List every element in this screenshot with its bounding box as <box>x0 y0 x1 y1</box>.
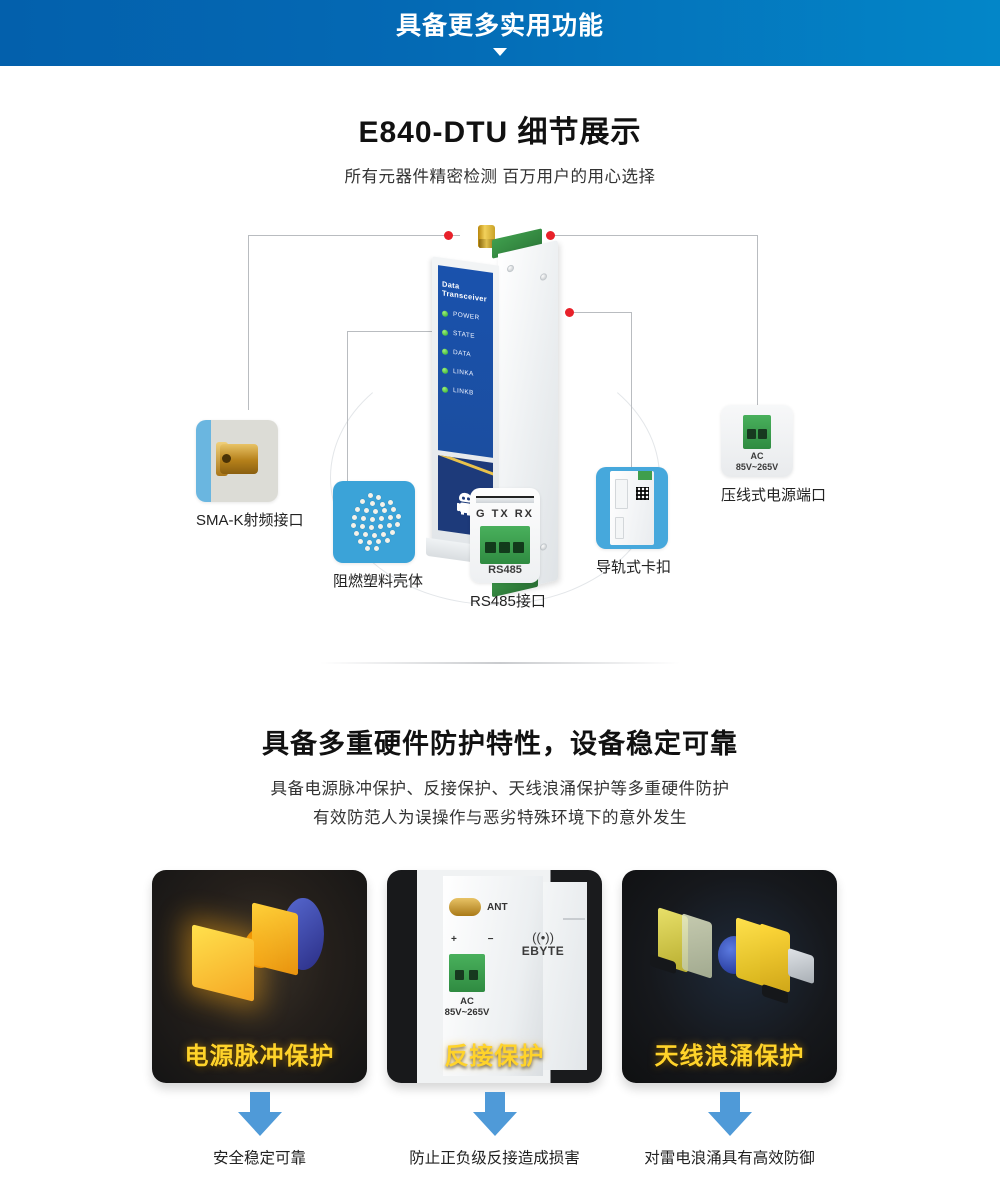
arrow-down-icon <box>472 1092 517 1138</box>
led-label: LINKA <box>453 367 474 378</box>
ac-label: AC <box>460 996 474 1007</box>
callout-plastic: 阻燃塑料壳体 <box>333 481 423 591</box>
ac-range: 85V~265V <box>444 1007 490 1018</box>
arrow-down-icon <box>237 1092 282 1138</box>
screw-icon <box>507 264 514 273</box>
led-label: STATE <box>453 329 475 340</box>
card-image: 天线浪涌保护 <box>622 870 837 1083</box>
rs485-pin-labels: G TX RX <box>476 508 535 520</box>
protection-card-antenna-surge: 天线浪涌保护 对雷电浪涌具有高效防御 <box>622 870 837 1167</box>
power-green-connector <box>449 954 485 992</box>
section2-title: 具备多重硬件防护特性，设备稳定可靠 <box>262 729 738 759</box>
leader-line <box>248 235 460 236</box>
qr-code-icon <box>636 487 649 500</box>
section-divider <box>320 662 680 664</box>
rs485-marking: RS485 <box>488 564 522 576</box>
power-ac-spec: AC 85V~265V <box>437 996 497 1018</box>
card-caption: 电源脉冲保护 <box>184 1043 335 1070</box>
card-footer-text: 防止正负级反接造成损害 <box>409 1150 580 1167</box>
callout-label: 压线式电源端口 <box>721 487 827 504</box>
section-banner: 具备更多实用功能 <box>0 0 1000 66</box>
card-caption: 天线浪涌保护 <box>654 1043 805 1070</box>
led-green-icon <box>442 309 448 317</box>
sma-connector-icon <box>449 898 481 916</box>
chevron-down-icon <box>493 48 507 56</box>
power-terminal-thumbnail: AC 85V~265V <box>721 405 793 477</box>
device-diagram: Data Transceiver POWER STATE DATA LINKA … <box>0 200 1000 630</box>
callout-rs485: G TX RX RS485 RS485接口 <box>470 488 546 611</box>
section2-subtitle-line1: 具备电源脉冲保护、反接保护、天线浪涌保护等多重硬件防护 <box>270 780 730 798</box>
signal-wave-icon: ((•)) <box>532 930 554 945</box>
section2-subtitle-line2: 有效防范人为误操作与恶劣特殊环境下的意外发生 <box>313 809 687 827</box>
rs485-terminal-thumbnail: G TX RX RS485 <box>470 488 540 583</box>
callout-label: 阻燃塑料壳体 <box>333 573 424 590</box>
leader-line <box>248 235 249 410</box>
led-label: POWER <box>453 310 480 322</box>
callout-label: SMA-K射频接口 <box>196 512 304 529</box>
banner-title: 具备更多实用功能 <box>395 12 604 40</box>
rs485-green-connector <box>480 526 530 564</box>
sma-connector-thumbnail <box>196 420 278 502</box>
ac-label: AC <box>750 451 764 461</box>
card-image: 电源脉冲保护 <box>152 870 367 1083</box>
ebyte-logo: ((•)) EBYTE <box>515 930 571 958</box>
led-green-icon <box>442 366 448 374</box>
protection-card-reverse-polarity: ANT + − AC 85V~265V ((•)) EBYTE 反接保护 <box>387 870 602 1167</box>
card-footer-text: 对雷电浪涌具有高效防御 <box>644 1150 815 1167</box>
card-footer-text: 安全稳定可靠 <box>212 1150 306 1167</box>
led-label: DATA <box>453 348 471 359</box>
plastic-pellets-thumbnail <box>333 481 415 563</box>
screw-icon <box>540 272 547 282</box>
ant-label: ANT <box>487 902 508 913</box>
dtu-device-illustration: Data Transceiver POWER STATE DATA LINKA … <box>418 225 588 615</box>
callout-marker-dot <box>444 231 453 240</box>
leader-line <box>347 331 443 332</box>
callout-label: 导轨式卡扣 <box>596 559 672 576</box>
section1-title: E840-DTU 细节展示 <box>358 116 642 149</box>
leader-line <box>631 312 632 467</box>
callout-din-clip: 导轨式卡扣 <box>596 467 671 577</box>
leader-line <box>347 331 348 481</box>
card-image: ANT + − AC 85V~265V ((•)) EBYTE 反接保护 <box>387 870 602 1083</box>
led-label: LINKB <box>453 386 474 397</box>
protection-card-power-pulse: 电源脉冲保护 安全稳定可靠 <box>152 870 367 1167</box>
section1-subtitle: 所有元器件精密检测 百万用户的用心选择 <box>344 168 656 186</box>
led-green-icon <box>442 385 448 393</box>
power-green-connector <box>743 415 771 449</box>
arrow-down-icon <box>707 1092 752 1138</box>
callout-label: RS485接口 <box>470 593 546 610</box>
power-ac-spec: AC 85V~265V <box>721 451 793 473</box>
ac-range: 85V~265V <box>735 462 779 472</box>
callout-marker-dot <box>546 231 555 240</box>
leader-line <box>570 312 632 313</box>
sma-antenna-connector <box>478 225 495 248</box>
callout-marker-dot <box>565 308 574 317</box>
callout-power-terminal: AC 85V~265V 压线式电源端口 <box>721 405 826 505</box>
polarity-label: + − <box>451 934 508 945</box>
protection-cards-row: 电源脉冲保护 安全稳定可靠 ANT + − AC 8 <box>0 870 1000 1202</box>
ebyte-logo-text: EBYTE <box>521 944 565 958</box>
led-green-icon <box>442 347 448 355</box>
callout-sma: SMA-K射频接口 <box>196 420 304 530</box>
card-caption: 反接保护 <box>444 1043 545 1070</box>
din-rail-clip-thumbnail <box>596 467 668 549</box>
leader-line <box>550 235 758 236</box>
pellet-cluster <box>346 491 402 553</box>
leader-line <box>757 235 758 405</box>
led-indicator-group: POWER STATE DATA LINKA LINKB <box>442 303 494 405</box>
led-green-icon <box>442 328 448 336</box>
